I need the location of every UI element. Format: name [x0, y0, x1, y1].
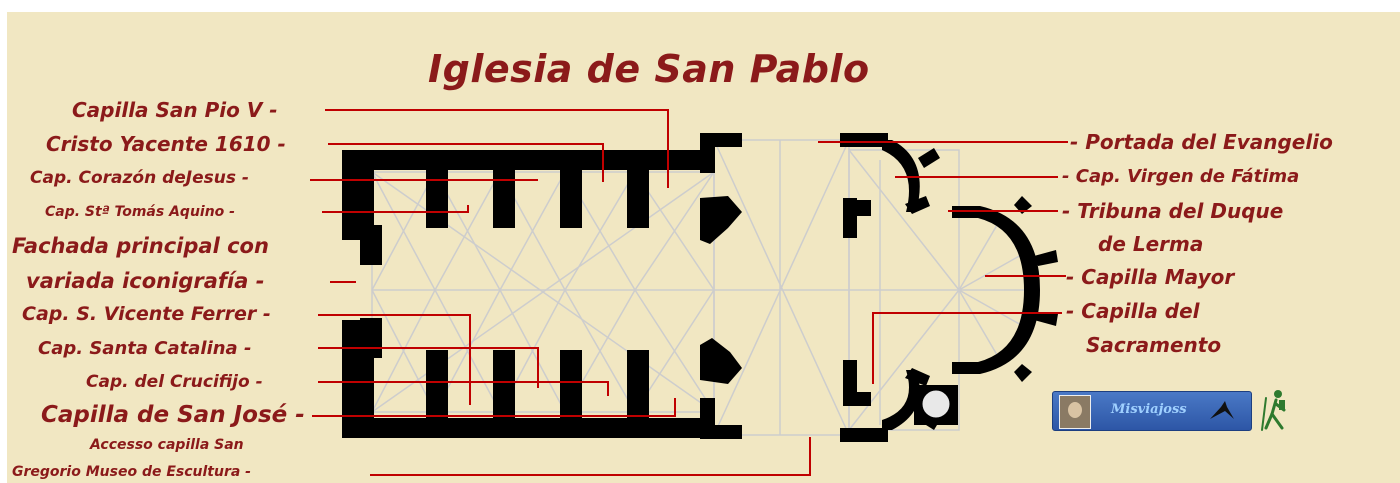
- label-virgen-fatima: - Cap. Virgen de Fátima: [1062, 166, 1300, 187]
- label-accesso-line1: Accesso capilla San: [90, 437, 244, 453]
- misviajoss-badge[interactable]: Misviajoss: [1052, 391, 1252, 431]
- bird-icon: [1210, 401, 1234, 419]
- label-cristo-yacente: Cristo Yacente 1610 -: [46, 132, 286, 156]
- label-corazon-jesus: Cap. Corazón deJesus -: [30, 168, 249, 188]
- label-fachada-line2: variada iconigrafía -: [26, 269, 265, 293]
- label-portada-evangelio: - Portada del Evangelio: [1070, 130, 1333, 154]
- label-tribuna-line1: - Tribuna del Duque: [1062, 199, 1284, 223]
- label-san-jose: Capilla de San José -: [41, 402, 305, 428]
- vault-ribs: [371, 139, 1031, 436]
- label-capilla-mayor: - Capilla Mayor: [1066, 265, 1235, 289]
- label-santa-catalina: Cap. Santa Catalina -: [38, 338, 252, 359]
- label-tomas-aquino: Cap. Stª Tomás Aquino -: [45, 204, 235, 220]
- label-tribuna-line2: de Lerma: [1098, 232, 1204, 256]
- label-capilla-san-pio: Capilla San Pio V -: [72, 98, 278, 122]
- page-title: Iglesia de San Pablo: [428, 47, 870, 91]
- badge-text: Misviajoss: [1111, 402, 1187, 417]
- walls: [342, 133, 1058, 442]
- hiker-icon: [1261, 390, 1286, 431]
- label-vicente-ferrer: Cap. S. Vicente Ferrer -: [22, 303, 271, 325]
- label-accesso-line2: Gregorio Museo de Escultura -: [12, 464, 251, 480]
- label-crucifijo: Cap. del Crucifijo -: [86, 372, 263, 392]
- label-fachada-line1: Fachada principal con: [12, 234, 269, 258]
- leader-lines: [310, 109, 1068, 476]
- label-capilla-sacramento-line1: - Capilla del: [1066, 299, 1200, 323]
- avatar: [1059, 395, 1091, 429]
- label-capilla-sacramento-line2: Sacramento: [1086, 333, 1222, 357]
